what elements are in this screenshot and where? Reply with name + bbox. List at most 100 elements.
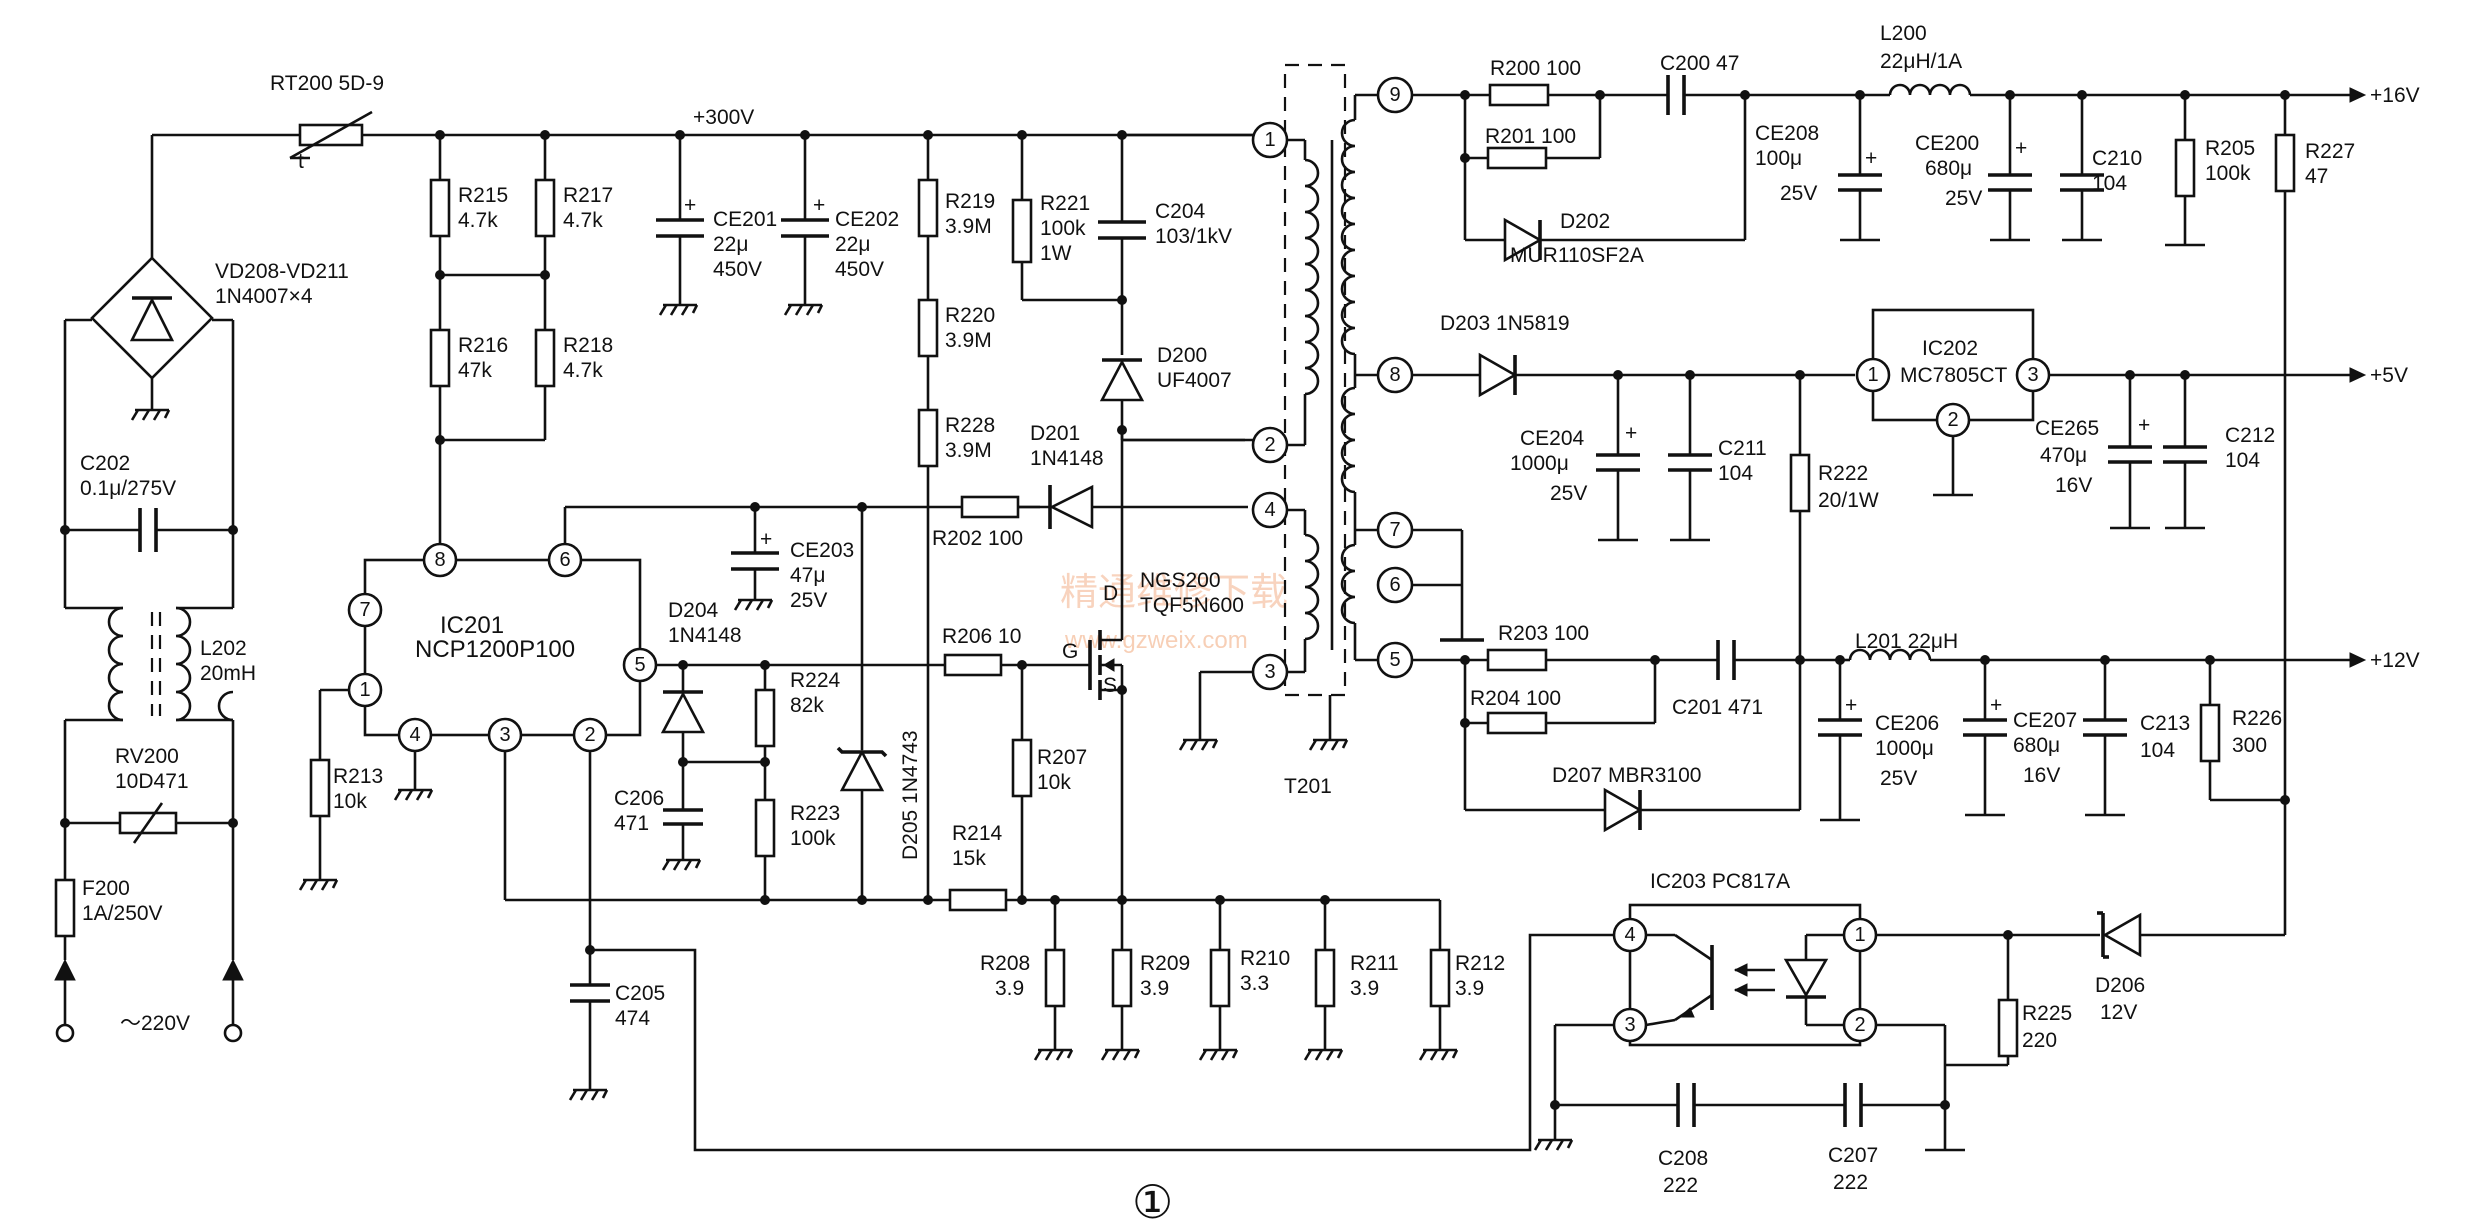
label-16v: +16V <box>2370 84 2420 107</box>
ic202-pin3: 3 <box>2027 364 2038 386</box>
label-rv200-ref: RV200 <box>115 745 179 768</box>
label-r227-value: 47 <box>2305 165 2328 188</box>
ic203-pin4: 4 <box>1624 924 1635 946</box>
ic201-pin1: 1 <box>359 679 370 701</box>
label-r202: R202 100 <box>932 527 1023 550</box>
label-r200: R200 100 <box>1490 57 1581 80</box>
label-d202-value: MUR110SF2A <box>1510 244 1644 267</box>
label-ce203-voltage: 25V <box>790 589 827 612</box>
label-ce207-value: 680μ <box>2013 734 2060 757</box>
label-ce202-voltage: 450V <box>835 258 884 281</box>
label-r220-ref: R220 <box>945 304 995 327</box>
label-12v: +12V <box>2370 649 2420 672</box>
ce208-plus: + <box>1865 147 1877 170</box>
label-ce202-ref: CE202 <box>835 208 899 231</box>
label-r218-value: 4.7k <box>563 359 603 382</box>
label-r217-ref: R217 <box>563 184 613 207</box>
label-r222-value: 20/1W <box>1818 489 1879 512</box>
label-r213-ref: R213 <box>333 765 383 788</box>
label-c206-ref: C206 <box>614 787 664 810</box>
label-r208-value: 3.9 <box>995 977 1024 1000</box>
label-l202-ref: L202 <box>200 637 247 660</box>
label-c207-ref: C207 <box>1828 1144 1878 1167</box>
label-r228-ref: R228 <box>945 414 995 437</box>
label-r221-value: 100k <box>1040 217 1086 240</box>
ce265-plus: + <box>2138 414 2150 437</box>
label-r216-value: 47k <box>458 359 492 382</box>
label-c200: C200 47 <box>1660 52 1739 75</box>
label-c210-ref: C210 <box>2092 147 2142 170</box>
label-r211-ref: R211 <box>1350 952 1399 975</box>
t201-pin3: 3 <box>1264 661 1275 683</box>
label-c211-ref: C211 <box>1718 437 1767 460</box>
transformer-t201 <box>1122 63 1484 752</box>
label-r211-value: 3.9 <box>1350 977 1379 1000</box>
mosfet-pin-d: D <box>1103 582 1118 605</box>
label-ce206-value: 1000μ <box>1875 737 1934 760</box>
label-rv200-value: 10D471 <box>115 770 189 793</box>
label-r218-ref: R218 <box>563 334 613 357</box>
label-r212-value: 3.9 <box>1455 977 1484 1000</box>
label-ce201-value: 22μ <box>713 233 748 256</box>
label-ic203: IC203 PC817A <box>1650 870 1790 893</box>
ic201-block <box>298 484 1615 1152</box>
label-l201: L201 22μH <box>1855 630 1958 653</box>
label-c213-value: 104 <box>2140 739 2175 762</box>
label-d206-value: 12V <box>2100 1001 2137 1024</box>
label-r212-ref: R212 <box>1455 952 1505 975</box>
label-r223-value: 100k <box>790 827 836 850</box>
label-ce200-voltage: 25V <box>1945 187 1982 210</box>
label-r203: R203 100 <box>1498 622 1589 645</box>
label-r228-value: 3.9M <box>945 439 992 462</box>
ce202-plus: + <box>813 194 825 217</box>
label-r206: R206 10 <box>942 625 1021 648</box>
output-16v <box>1412 75 2367 930</box>
label-d204-ref: D204 <box>668 599 719 622</box>
label-c210-value: 104 <box>2092 172 2127 195</box>
label-ce208-voltage: 25V <box>1780 182 1817 205</box>
label-ce204-value: 1000μ <box>1510 452 1569 475</box>
label-ce202-value: 22μ <box>835 233 870 256</box>
label-ce204-voltage: 25V <box>1550 482 1587 505</box>
label-r216-ref: R216 <box>458 334 508 357</box>
ic201-pin8: 8 <box>434 549 445 571</box>
label-d204-value: 1N4148 <box>668 624 742 647</box>
label-c213-ref: C213 <box>2140 712 2190 735</box>
label-c208-value: 222 <box>1663 1174 1698 1197</box>
label-r209-value: 3.9 <box>1140 977 1169 1000</box>
label-c202-value: 0.1μ/275V <box>80 477 176 500</box>
label-ce208-ref: CE208 <box>1755 122 1819 145</box>
label-ce265-ref: CE265 <box>2035 417 2099 440</box>
label-ce206-voltage: 25V <box>1880 767 1917 790</box>
label-l200-value: 22μH/1A <box>1880 50 1962 73</box>
t201-pin2: 2 <box>1264 434 1275 456</box>
label-r210-ref: R210 <box>1240 947 1290 970</box>
label-ce203-ref: CE203 <box>790 539 854 562</box>
output-5v <box>1412 308 2367 660</box>
label-r227-ref: R227 <box>2305 140 2355 163</box>
label-300v: +300V <box>693 106 754 129</box>
label-c212-value: 104 <box>2225 449 2260 472</box>
t201-pin6: 6 <box>1389 574 1400 596</box>
label-mains-voltage: ～220V <box>120 1012 190 1035</box>
label-r221-ref: R221 <box>1040 192 1090 215</box>
label-ce204-ref: CE204 <box>1520 427 1585 450</box>
ic203-pin2: 2 <box>1854 1014 1865 1036</box>
label-f200-ref: F200 <box>82 877 130 900</box>
t201-pin8: 8 <box>1389 364 1400 386</box>
ce201-plus: + <box>684 194 696 217</box>
label-c208-ref: C208 <box>1658 1147 1708 1170</box>
label-r208-ref: R208 <box>980 952 1030 975</box>
ic201-pin6: 6 <box>559 549 570 571</box>
label-d205: D205 1N4743 <box>899 730 922 860</box>
label-r224-ref: R224 <box>790 669 841 692</box>
ce203-plus: + <box>760 528 772 551</box>
label-d207: D207 MBR3100 <box>1552 764 1701 787</box>
label-d201-ref: D201 <box>1030 422 1080 445</box>
label-r217-value: 4.7k <box>563 209 603 232</box>
ce204-plus: + <box>1625 422 1637 445</box>
label-c205-ref: C205 <box>615 982 665 1005</box>
label-l202-value: 20mH <box>200 662 256 685</box>
label-ce206-ref: CE206 <box>1875 712 1939 735</box>
label-d202-ref: D202 <box>1560 210 1610 233</box>
